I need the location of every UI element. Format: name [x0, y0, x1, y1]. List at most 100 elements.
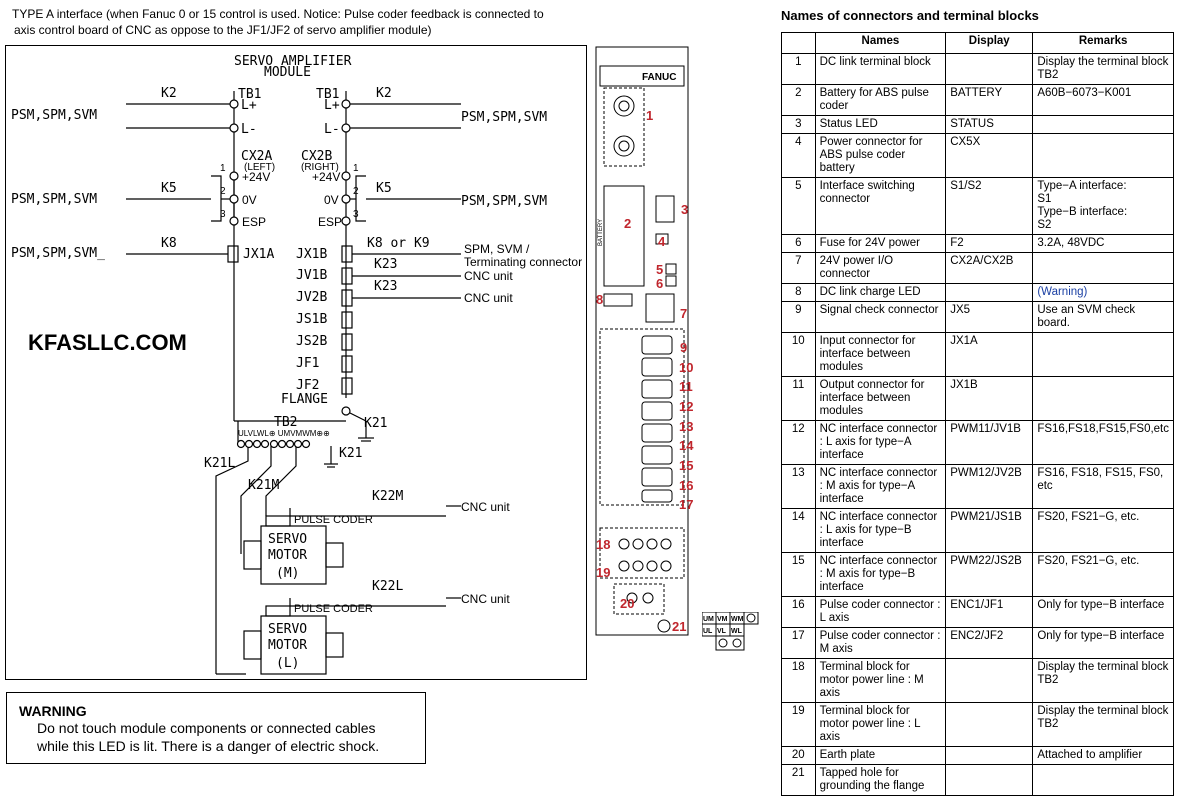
row-number: 21	[781, 764, 816, 796]
k8k9-label: K8 or K9	[367, 236, 430, 251]
row-remarks: FS20, FS21−G, etc.	[1032, 552, 1174, 597]
row-number: 18	[781, 658, 816, 703]
k2-right: K2	[376, 86, 392, 101]
row-name: NC interface connector : L axis for type…	[814, 420, 947, 465]
row-name: 24V power I/O connector	[814, 252, 947, 284]
row-name: Fuse for 24V power	[814, 234, 947, 253]
row-number: 8	[781, 283, 816, 302]
row-name: Terminal block for motor power line : L …	[814, 702, 947, 747]
motor-l: MOTOR	[268, 638, 308, 653]
row-remarks: (Warning)	[1032, 283, 1174, 302]
row-number: 17	[781, 627, 816, 659]
row-display	[945, 283, 1034, 302]
flange-label: FLANGE	[281, 392, 328, 407]
row-display	[945, 746, 1034, 765]
row-remarks: Attached to amplifier	[1032, 746, 1174, 765]
legend-vl: VL	[717, 628, 727, 635]
row-number: 5	[781, 177, 816, 235]
warning-title: WARNING	[19, 703, 87, 719]
row-display: CX2A/CX2B	[945, 252, 1034, 284]
row-display	[945, 658, 1034, 703]
row-display: ENC2/JF2	[945, 627, 1034, 659]
pulse-coder-l: PULSE CODER	[294, 603, 373, 615]
k21-1: K21	[364, 416, 388, 431]
axis-l: (L)	[276, 656, 300, 671]
esp-right: ESP	[318, 215, 343, 229]
row-display: PWM22/JS2B	[945, 552, 1034, 597]
k21-2: K21	[339, 446, 363, 461]
lplus-right: L+	[324, 98, 340, 113]
row-name: NC interface connector : M axis for type…	[814, 552, 947, 597]
row-display: JX1A	[945, 332, 1034, 377]
row-name: Terminal block for motor power line : M …	[814, 658, 947, 703]
js1b-label: JS1B	[296, 312, 328, 327]
terminal-legend: UM VM WM UL VL WL	[702, 612, 759, 651]
v24-left: +24V	[242, 170, 271, 184]
cnc-unit-4: CNC unit	[461, 592, 510, 606]
row-name: Power connector for ABS pulse coder batt…	[814, 133, 947, 178]
warning-line-1: Do not touch module components or connec…	[37, 720, 376, 736]
k8-label: K8	[161, 236, 177, 251]
callout-18: 18	[596, 537, 610, 552]
k23-2: K23	[374, 279, 398, 294]
callout-21: 21	[672, 619, 686, 634]
pin2-right: 2	[353, 186, 359, 197]
row-remarks: Only for type−B interface	[1032, 627, 1174, 659]
row-number: 16	[781, 596, 816, 628]
row-display: ENC1/JF1	[945, 596, 1034, 628]
row-number: 20	[781, 746, 816, 765]
header-line-1: TYPE A interface (when Fanuc 0 or 15 con…	[12, 7, 544, 21]
jf1-label: JF1	[296, 356, 320, 371]
module-title-2: MODULE	[264, 65, 311, 80]
callout-9: 9	[680, 340, 687, 355]
pin2-left: 2	[220, 186, 226, 197]
tb1-right: TB1	[316, 87, 340, 102]
row-display: CX5X	[945, 133, 1034, 178]
row-remarks: A60B−6073−K001	[1032, 84, 1174, 116]
header-note: TYPE A interface (when Fanuc 0 or 15 con…	[12, 6, 602, 38]
row-name: Pulse coder connector : M axis	[814, 627, 947, 659]
row-name: NC interface connector : L axis for type…	[814, 508, 947, 553]
pin1-right: 1	[353, 163, 359, 174]
cnc-unit-2: CNC unit	[464, 291, 513, 305]
header-line-2: axis control board of CNC as oppose to t…	[14, 23, 432, 37]
js2b-label: JS2B	[296, 334, 328, 349]
module-title-1: SERVO AMPLIFIER	[234, 54, 352, 69]
v0-right: 0V	[324, 193, 339, 207]
callout-7: 7	[680, 306, 687, 321]
k5-right: K5	[376, 181, 392, 196]
row-display	[945, 53, 1034, 85]
row-display	[945, 702, 1034, 747]
k22l-label: K22L	[372, 579, 404, 594]
callout-12: 12	[679, 399, 693, 414]
row-remarks: Only for type−B interface	[1032, 596, 1174, 628]
row-number: 15	[781, 552, 816, 597]
row-display: F2	[945, 234, 1034, 253]
callout-2: 2	[624, 216, 631, 231]
row-display: PWM11/JV1B	[945, 420, 1034, 465]
row-name: DC link charge LED	[814, 283, 947, 302]
row-display: STATUS	[945, 115, 1034, 134]
amplifier-front-panel: FANUC BATTERY 1 2 3 4 5 6 7 8 9 10 11 12…	[595, 46, 694, 636]
spm-svm-label: SPM, SVM /	[464, 242, 530, 256]
k22m-label: K22M	[372, 489, 404, 504]
callout-15: 15	[679, 458, 693, 473]
wiring-diagram: SERVO AMPLIFIER MODULE TB1 TB1 L+ L- L+ …	[5, 45, 587, 680]
callout-11: 11	[679, 379, 693, 394]
esp-left: ESP	[242, 215, 267, 229]
row-name: Status LED	[814, 115, 947, 134]
lminus-right: L-	[324, 122, 340, 137]
k23-1: K23	[374, 257, 398, 272]
legend-vm: VM	[717, 616, 728, 623]
